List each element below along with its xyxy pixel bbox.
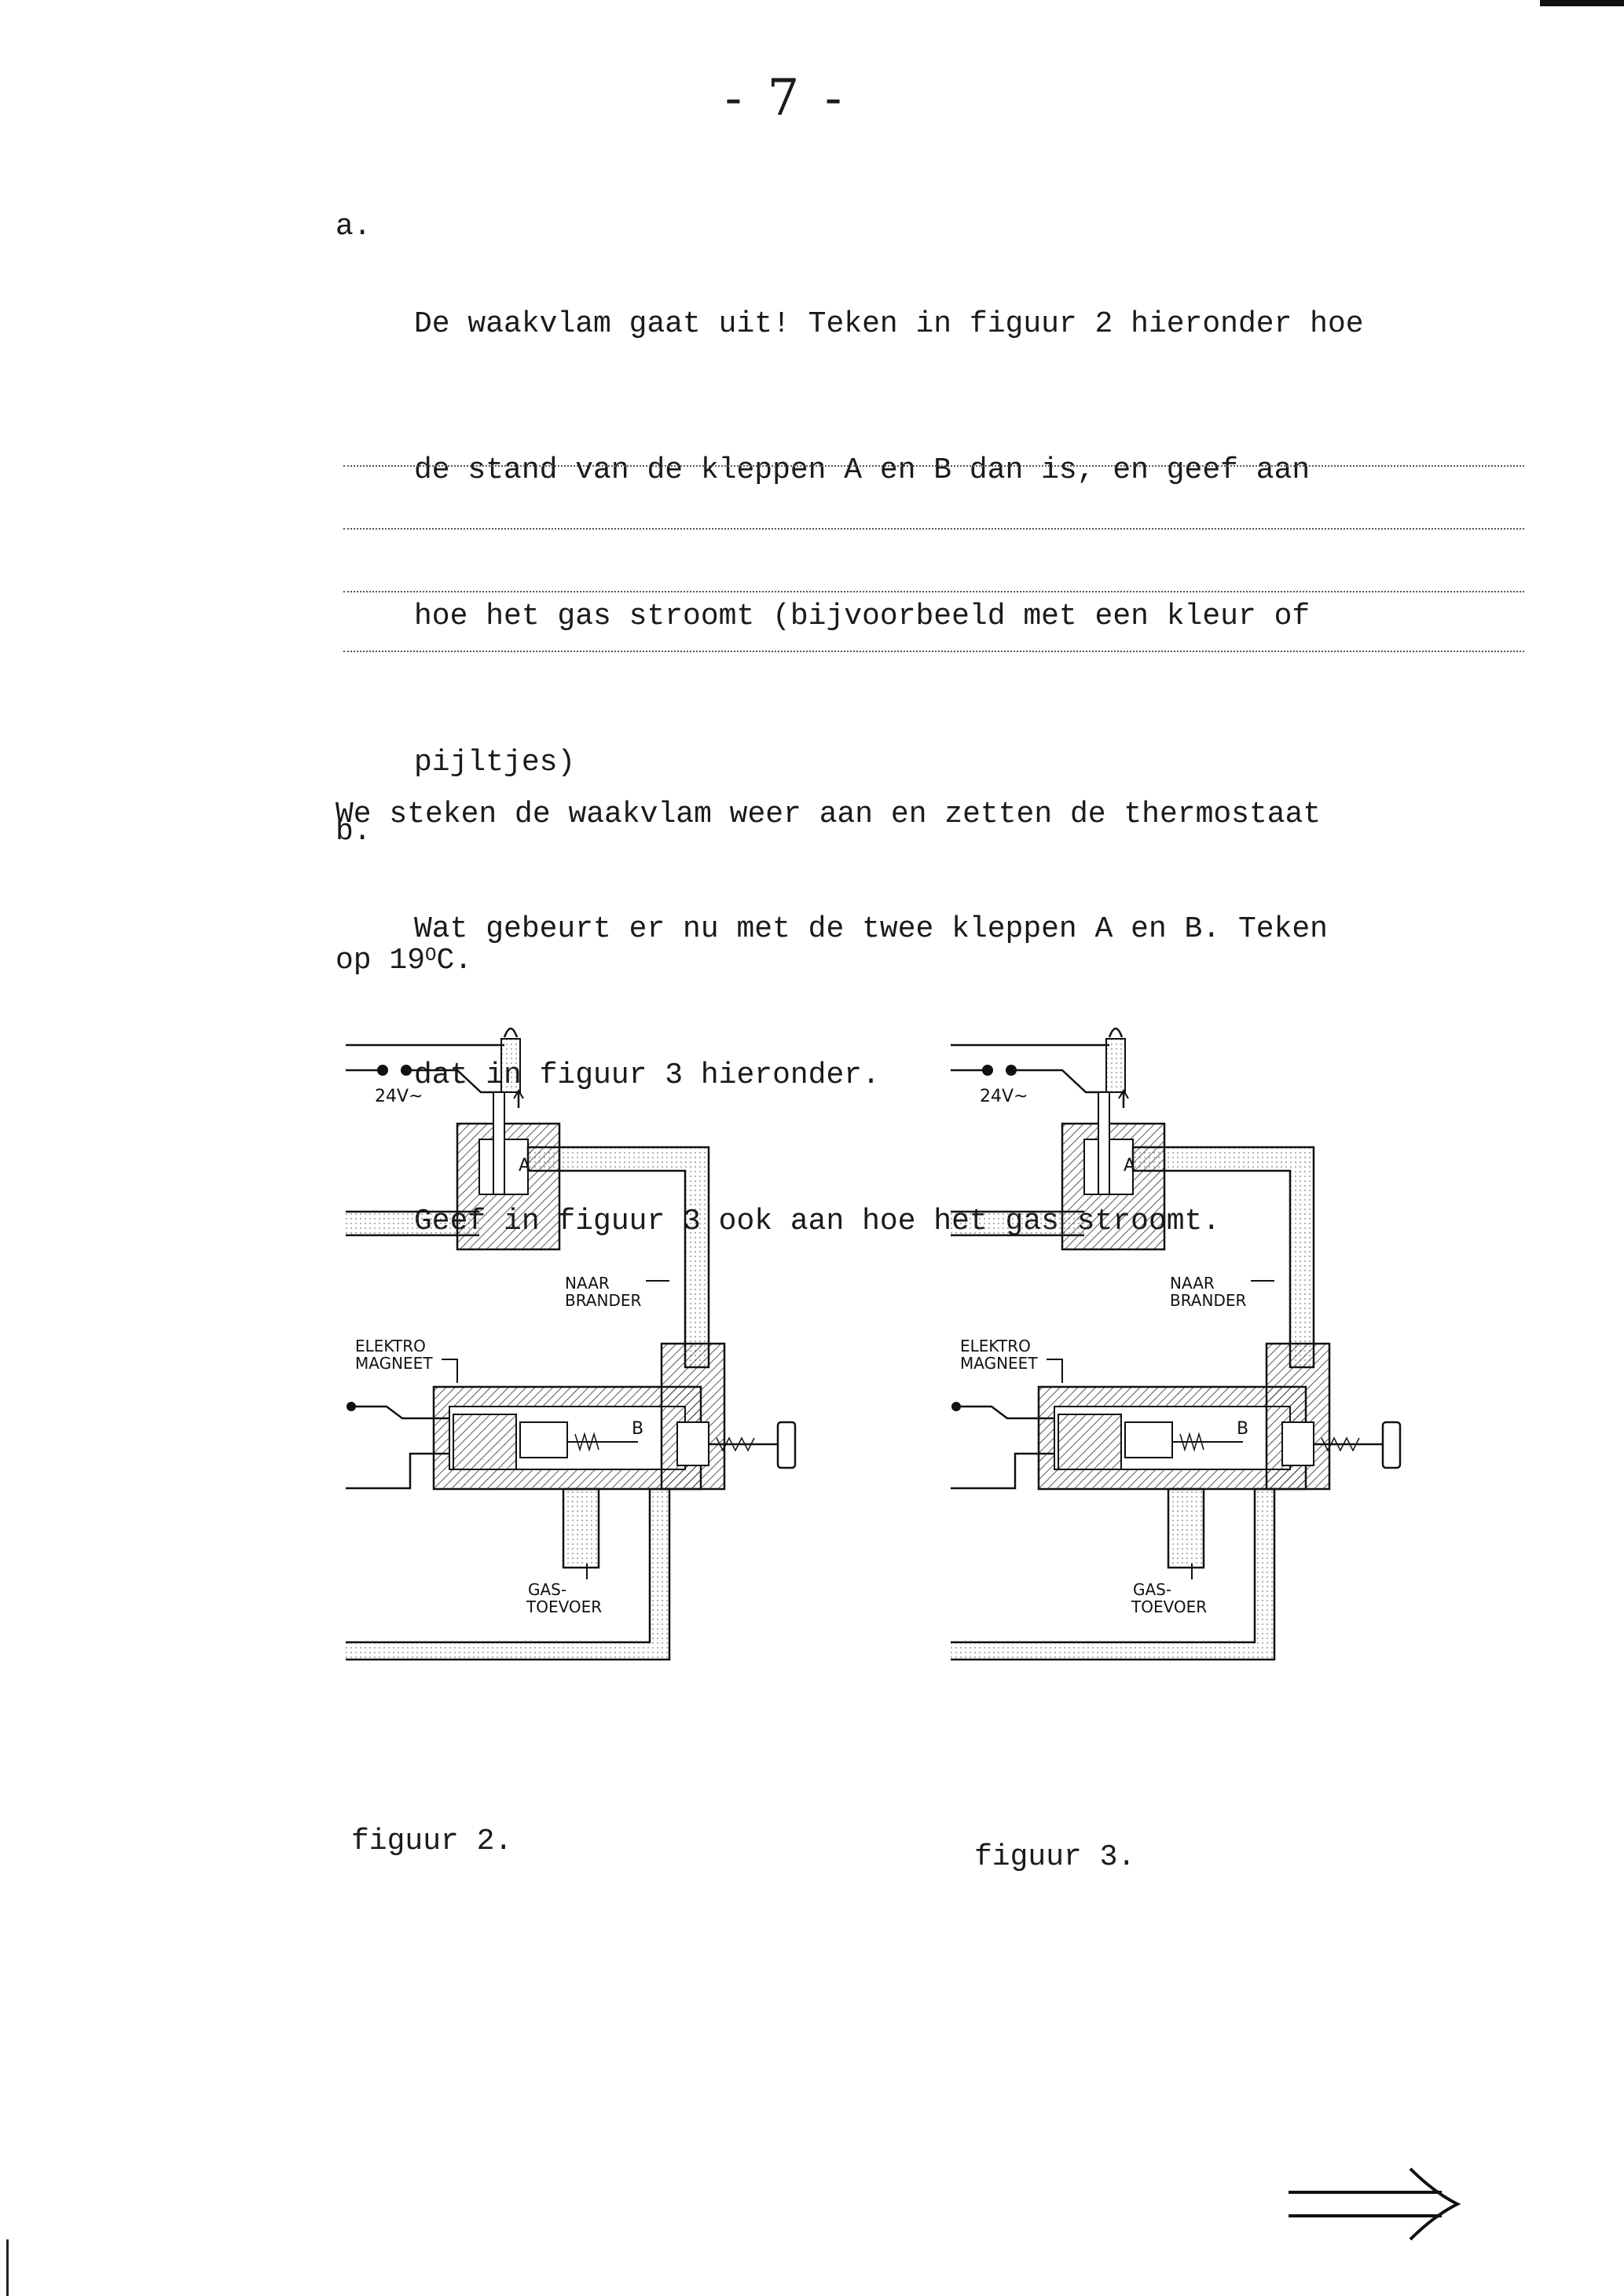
arrow-icon	[1118, 1089, 1129, 1099]
magnet-wire	[951, 1452, 1054, 1490]
magnet-label: ELEKTRO	[355, 1337, 426, 1355]
margin-line	[6, 2239, 9, 2296]
question-b: b. Wat gebeurt er nu met de twee kleppen…	[335, 808, 1328, 1238]
terminal-dot-icon	[377, 1065, 388, 1076]
valve-b-label: B	[1237, 1419, 1248, 1439]
valve-b-seat	[1281, 1421, 1314, 1466]
next-page-arrow-icon	[1289, 2167, 1461, 2241]
arrow-icon	[513, 1089, 524, 1099]
thermocouple-coil	[500, 1038, 521, 1093]
gas-pipe	[951, 1210, 1084, 1237]
valve-b-outlet-body	[1265, 1342, 1331, 1491]
spring-icon	[1321, 1436, 1360, 1452]
spring-icon	[1179, 1432, 1204, 1452]
magnet-label: MAGNEET	[355, 1354, 433, 1373]
question-b-marker: b.	[335, 815, 372, 849]
corner-mark	[1540, 0, 1624, 6]
gas-pipe	[346, 1210, 479, 1237]
question-a-marker: a.	[335, 210, 372, 244]
question-a-line: hoe het gas stroomt (bijvoorbeeld met ee…	[414, 600, 1311, 633]
valve-b-seat	[676, 1421, 709, 1466]
valve-b-label: B	[632, 1419, 643, 1439]
question-b-line: Wat gebeurt er nu met de twee kleppen A …	[414, 912, 1328, 946]
intro-text-fragment: op 19	[335, 944, 426, 977]
question-a-line: De waakvlam gaat uit! Teken in figuur 2 …	[414, 307, 1364, 341]
electromagnet-coil	[453, 1414, 517, 1470]
valve-a-stem	[1098, 1091, 1110, 1195]
question-a-line: pijltjes)	[414, 746, 576, 779]
magnet-wire	[351, 1405, 449, 1420]
gas-pipe	[951, 1212, 1084, 1235]
leader-line	[1047, 1359, 1063, 1383]
gas-valve-diagram-2: 24V~ANAARBRANDERELEKTROMAGNEETBGAS-TOEVO…	[346, 1027, 797, 1661]
return-pipe	[951, 1487, 1276, 1661]
gas-supply-pipe	[1167, 1487, 1205, 1569]
magnet-wire	[346, 1452, 449, 1490]
burner-label: NAAR	[565, 1274, 610, 1293]
question-a-line: de stand van de kleppen A en B dan is, e…	[414, 453, 1311, 487]
pilot-flame-icon	[1108, 1027, 1124, 1038]
burner-label: BRANDER	[1170, 1291, 1246, 1310]
intro-line-2: op 19OC.	[335, 937, 1321, 985]
degree-sign: O	[425, 945, 437, 966]
pilot-flame-icon	[503, 1027, 519, 1038]
magnet-label: ELEKTRO	[960, 1337, 1031, 1355]
magnet-label: MAGNEET	[960, 1354, 1038, 1373]
answer-line[interactable]	[343, 465, 1524, 467]
spring-icon	[574, 1432, 599, 1452]
gas-supply-label: GAS-	[528, 1580, 566, 1599]
terminal-dot-icon	[982, 1065, 993, 1076]
page-number: - 7 -	[724, 69, 847, 127]
gas-supply-label: TOEVOER	[526, 1597, 602, 1616]
intro-text-fragment: C.	[436, 944, 473, 977]
burner-label: NAAR	[1170, 1274, 1215, 1293]
terminal-dot-icon	[401, 1065, 412, 1076]
gas-supply-label: TOEVOER	[1131, 1597, 1207, 1616]
answer-line[interactable]	[343, 528, 1524, 530]
valve-b-outlet-body	[660, 1342, 726, 1491]
armature	[519, 1421, 568, 1458]
electromagnet-coil	[1058, 1414, 1122, 1470]
voltage-label: 24V~	[375, 1087, 423, 1106]
figure-2-caption: figuur 2.	[351, 1825, 513, 1858]
reset-knob-icon	[1381, 1421, 1402, 1469]
answer-line[interactable]	[343, 651, 1524, 652]
return-pipe	[346, 1487, 671, 1661]
gas-supply-pipe	[562, 1487, 600, 1569]
gas-valve-diagram-3: 24V~ANAARBRANDERELEKTROMAGNEETBGAS-TOEVO…	[951, 1027, 1402, 1661]
voltage-label: 24V~	[980, 1087, 1028, 1106]
reset-knob-icon	[776, 1421, 797, 1469]
spring-icon	[716, 1436, 755, 1452]
armature	[1124, 1421, 1173, 1458]
answer-line[interactable]	[343, 591, 1524, 592]
burner-label: BRANDER	[565, 1291, 641, 1310]
question-a: a. De waakvlam gaat uit! Teken in figuur…	[335, 203, 1364, 779]
gas-pipe	[346, 1212, 479, 1235]
intro-line: We steken de waakvlam weer aan en zetten…	[335, 798, 1322, 831]
thermocouple-coil	[1105, 1038, 1126, 1093]
intro-text: We steken de waakvlam weer aan en zetten…	[335, 693, 1321, 1034]
valve-a-stem	[493, 1091, 505, 1195]
magnet-wire	[956, 1405, 1054, 1420]
figure-3-caption: figuur 3.	[974, 1840, 1136, 1874]
terminal-dot-icon	[1006, 1065, 1017, 1076]
gas-supply-label: GAS-	[1133, 1580, 1171, 1599]
circuit-wire	[951, 1069, 1109, 1094]
question-b-line: dat in figuur 3 hieronder.	[414, 1058, 880, 1092]
leader-line	[442, 1359, 458, 1383]
circuit-wire	[346, 1069, 504, 1094]
